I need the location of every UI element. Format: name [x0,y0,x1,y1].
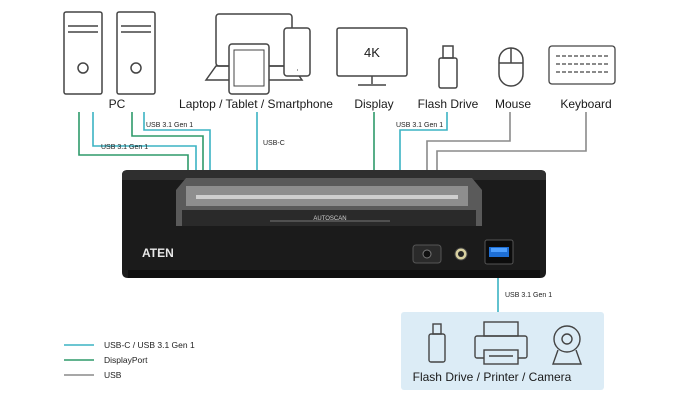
smartphone-icon [283,27,311,77]
pc-label: PC [109,97,126,111]
pc2-usb-label: USB 3.1 Gen 1 [146,122,193,129]
pc1-usb-cable [92,112,197,172]
legend-label: DisplayPort [104,355,148,365]
laptop-usb-c-label: USB-C [263,140,285,147]
keyboard-label: Keyboard [560,97,611,111]
kvm-dock-unit [122,170,546,278]
laptop-tablet-smartphone-label: Laptop / Tablet / Smartphone [179,97,333,111]
display-icon [336,27,408,86]
mouse-icon [498,47,524,87]
microphone-jack-icon [454,247,468,261]
keyboard-icon [548,45,616,85]
pc2-usb-cable [143,112,211,172]
keyboard-usb-cable [436,112,587,172]
pc1-usb-label: USB 3.1 Gen 1 [101,144,148,151]
mouse-label: Mouse [495,97,531,111]
printer-icon [474,321,528,365]
camera-icon [552,325,582,365]
pc2-displayport-cable [131,112,204,172]
legend: USB-C / USB 3.1 Gen 1 DisplayPort USB [64,340,195,380]
flash-drive-icon [438,45,458,89]
pc-tower-icon [116,11,156,95]
peripherals-label: Flash Drive / Printer / Camera [413,370,572,384]
aten-brand-logo: ATEN [142,246,174,260]
flash-drive-usb-cable [399,112,448,172]
display-label: Display [354,97,393,111]
audio-jack-icon [412,244,442,264]
legend-label: USB-C / USB 3.1 Gen 1 [104,340,195,350]
mouse-usb-cable [426,112,511,172]
pc1-displayport-cable [78,112,189,172]
display-resolution-label: 4K [364,45,380,60]
pc-tower-icon [63,11,103,95]
front-port-usb-label: USB 3.1 Gen 1 [505,292,552,299]
legend-label: USB [104,370,122,380]
cables [78,112,587,312]
flash-drive-label: Flash Drive [418,97,479,111]
tablet-icon [228,43,270,95]
front-usb-port[interactable] [484,239,514,265]
flash-usb-label: USB 3.1 Gen 1 [396,122,443,129]
flash-drive-icon [428,323,446,363]
autoscan-button[interactable]: AUTOSCAN [313,216,346,222]
